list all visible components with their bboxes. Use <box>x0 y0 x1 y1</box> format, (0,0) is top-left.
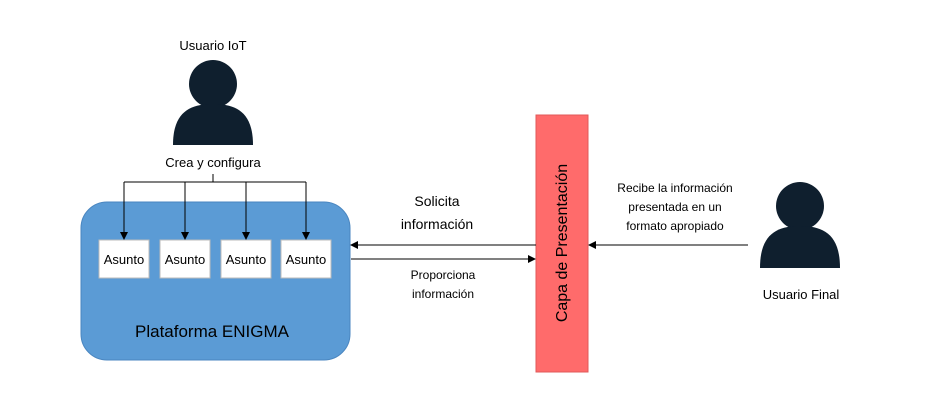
request-label-line: Solicita <box>414 193 459 209</box>
presentation-layer-bar <box>535 114 589 373</box>
receive-label-line: presentada en un <box>628 200 721 214</box>
request-label-line: información <box>401 216 473 232</box>
platform-item: Asunto <box>280 239 332 279</box>
svg-text:Asunto: Asunto <box>226 252 266 267</box>
receive-label-line: Recibe la información <box>617 181 732 195</box>
platform-item: Asunto <box>98 239 150 279</box>
svg-text:Asunto: Asunto <box>104 252 144 267</box>
provide-label-line: Proporciona <box>411 268 476 282</box>
presentation-layer-label: Capa de Presentación <box>554 164 571 322</box>
end-user-label: Usuario Final <box>763 287 840 302</box>
receive-label-line: formato apropiado <box>626 219 724 233</box>
iot-user-icon <box>173 60 253 145</box>
iot-user-label: Usuario IoT <box>179 38 246 53</box>
svg-text:Asunto: Asunto <box>286 252 326 267</box>
svg-text:Asunto: Asunto <box>165 252 205 267</box>
end-user-icon <box>760 182 840 268</box>
configure-connector <box>120 174 310 240</box>
platform-item: Asunto <box>220 239 272 279</box>
iot-user-action-label: Crea y configura <box>165 155 261 170</box>
provide-label-line: información <box>412 287 474 301</box>
platform-item: Asunto <box>159 239 211 279</box>
platform-label: Plataforma ENIGMA <box>135 322 290 341</box>
